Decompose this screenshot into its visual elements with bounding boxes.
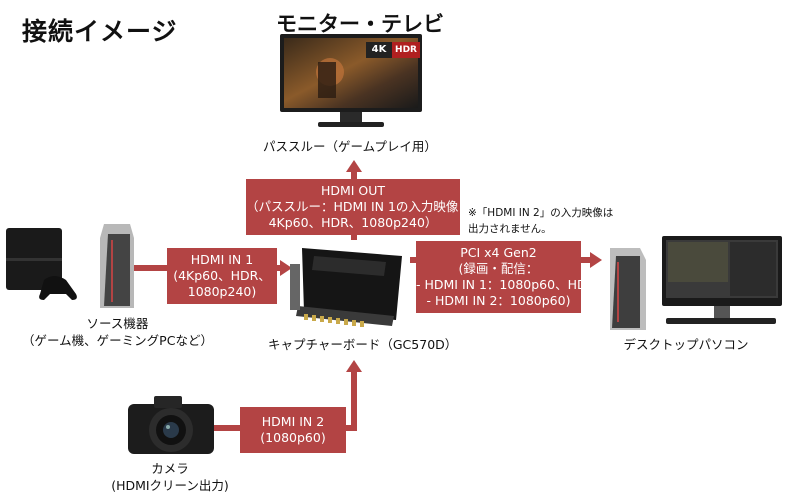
monitor-caption: パススルー（ゲームプレイ用） <box>263 139 437 154</box>
camera-caption-line2: (HDMIクリーン出力) <box>111 478 229 493</box>
pci-line1: (録画・配信： <box>458 261 539 276</box>
pci-line3: - HDMI IN 2：1080p60) <box>426 293 571 308</box>
pci-title: PCI x4 Gen2 <box>460 245 537 260</box>
capture-board-image <box>290 248 402 327</box>
source-caption-line1: ソース機器 <box>86 316 149 331</box>
arrow-head-board-to-desktop <box>590 252 602 268</box>
badge-hdr: HDR <box>392 42 420 58</box>
hdmi-in2-title: HDMI IN 2 <box>261 414 325 429</box>
camera-caption-line1: カメラ <box>151 461 189 476</box>
hdmi-out-title: HDMI OUT <box>320 183 386 198</box>
pci-line2: - HDMI IN 1：1080p60、HDR <box>416 277 596 292</box>
hdmi-out-box: HDMI OUT （パススルー：HDMI IN 1の入力映像 - 4Kp60、H… <box>246 179 467 235</box>
desktop-caption: デスクトップパソコン <box>623 337 749 352</box>
arrow-head-source-to-board <box>280 260 292 276</box>
source-caption-line2: （ゲーム機、ゲーミングPCなど） <box>22 333 213 348</box>
hdmi-in2-box: HDMI IN 2 (1080p60) <box>240 407 346 453</box>
note-line1: ※「HDMI IN 2」の入力映像は <box>468 207 614 219</box>
pci-box: PCI x4 Gen2 (録画・配信： - HDMI IN 1：1080p60、… <box>416 241 596 313</box>
hdmi-in2-line1: (1080p60) <box>260 430 326 445</box>
note-text: ※「HDMI IN 2」の入力映像は 出力されません。 <box>468 205 613 237</box>
hdmi-out-line2: 4Kp60、HDR、1080p240） <box>268 215 438 230</box>
note-line2: 出力されません。 <box>468 223 552 235</box>
hdmi-in1-line1: (4Kp60、HDR、 <box>173 268 271 283</box>
capture-board-caption: キャプチャーボード（GC570D） <box>268 337 458 352</box>
badge-4k: 4K <box>366 42 392 58</box>
camera-image <box>128 396 214 454</box>
desktop-image <box>610 236 782 330</box>
hdmi-in1-box: HDMI IN 1 (4Kp60、HDR、 1080p240) <box>167 248 277 304</box>
hdmi-out-line1: （パススルー：HDMI IN 1の入力映像 - <box>246 199 467 214</box>
arrow-head-to-monitor <box>346 160 362 172</box>
page-title: 接続イメージ <box>22 17 178 46</box>
source-devices-image <box>6 224 134 308</box>
source-caption: ソース機器 （ゲーム機、ゲーミングPCなど） <box>0 315 235 349</box>
hdmi-in1-line2: 1080p240) <box>187 284 257 299</box>
monitor-heading: モニター・テレビ <box>276 12 444 36</box>
hdmi-in1-title: HDMI IN 1 <box>190 252 254 267</box>
arrow-head-camera-to-board <box>346 360 362 372</box>
camera-caption: カメラ (HDMIクリーン出力) <box>100 460 240 494</box>
